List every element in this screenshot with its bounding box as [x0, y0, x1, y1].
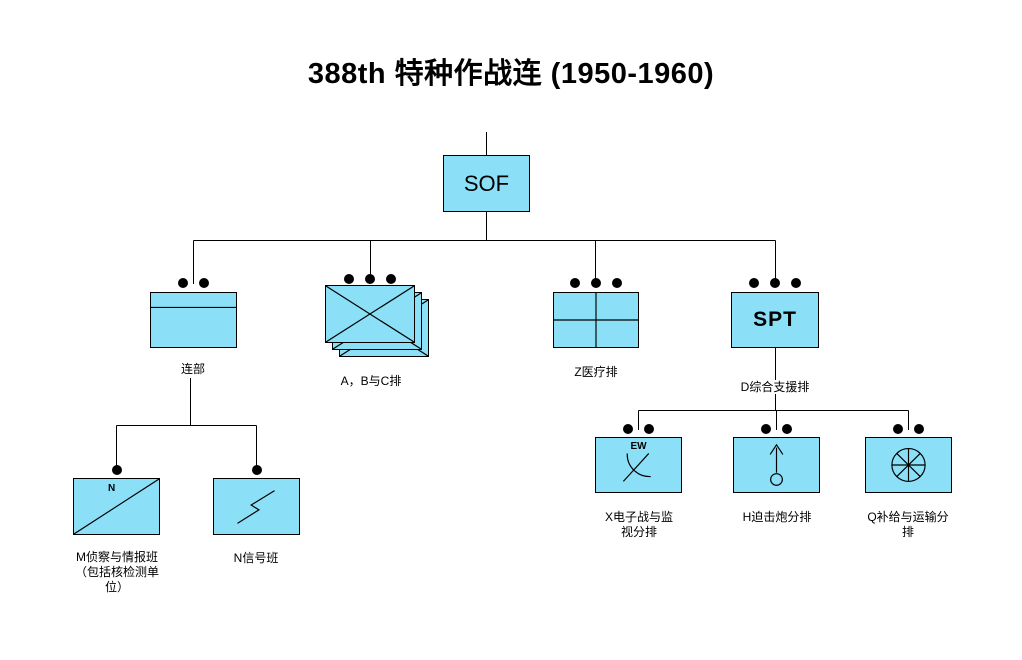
signal-zigzag-icon: [237, 490, 275, 524]
caption-hq: 连部: [180, 362, 205, 376]
unit-size-dot: [178, 278, 188, 288]
caption-medical: Z医疗排: [574, 365, 618, 379]
unit-box-signal: [213, 478, 300, 535]
unit-size-dot: [591, 278, 601, 288]
unit-size-dots-ew: [595, 424, 682, 434]
unit-size-dot: [623, 424, 633, 434]
unit-size-dot: [761, 424, 771, 434]
unit-size-dot: [365, 274, 375, 284]
unit-size-dot: [386, 274, 396, 284]
unit-size-dot: [612, 278, 622, 288]
unit-size-dot: [199, 278, 209, 288]
ew-label: EW: [630, 441, 647, 452]
unit-size-dots-mortar: [733, 424, 820, 434]
unit-size-dots-supply: [865, 424, 952, 434]
caption-support-text: D综合支援排: [737, 380, 813, 394]
unit-size-dot: [344, 274, 354, 284]
diagram-title: 388th 特种作战连 (1950-1960): [307, 58, 715, 90]
caption-abc: A，B与C排: [340, 374, 402, 388]
unit-box-mortar: [733, 437, 820, 493]
unit-size-dot: [770, 278, 780, 288]
unit-size-dot: [893, 424, 903, 434]
recon-diagonal-slash-icon: [74, 479, 159, 534]
medical-cross-icon: [554, 293, 638, 347]
unit-box-supply: [865, 437, 952, 493]
unit-box-hq: [150, 292, 237, 348]
unit-size-dots-hq: [150, 278, 237, 288]
caption-ew: X电子战与监 视分排: [604, 510, 673, 539]
unit-size-dot: [570, 278, 580, 288]
unit-box-ew: EW: [595, 437, 682, 493]
mortar-arrow-circle-icon: [769, 443, 784, 486]
unit-size-dots-support: [731, 278, 819, 288]
unit-size-dot: [791, 278, 801, 288]
unit-size-dot: [914, 424, 924, 434]
unit-size-dots-abc: [325, 274, 415, 284]
unit-size-dot: [111, 465, 122, 475]
spt-label: SPT: [753, 308, 797, 331]
recon-n-label: N: [108, 483, 116, 494]
unit-box-recon: N: [73, 478, 160, 535]
unit-box-medical: [553, 292, 639, 348]
unit-size-dots-signal: [213, 465, 300, 475]
caption-recon: M侦察与情报班 （包括核检测单 位）: [74, 550, 159, 594]
sof-label: SOF: [463, 170, 510, 196]
unit-size-dot: [644, 424, 654, 434]
unit-box-support: SPT: [731, 292, 819, 348]
unit-box-abc-front: [325, 285, 415, 343]
unit-box-sof: SOF: [443, 155, 530, 212]
hq-horizontal-bar-icon: [151, 306, 236, 309]
unit-size-dot: [251, 465, 262, 475]
caption-mortar: H迫击炮分排: [742, 510, 812, 524]
unit-size-dots-medical: [553, 278, 639, 288]
unit-size-dot: [782, 424, 792, 434]
spoked-wheel-icon: [891, 448, 926, 482]
unit-size-dot: [749, 278, 759, 288]
caption-supply: Q补给与运输分 排: [867, 510, 949, 539]
infantry-diagonal-cross-icon: [326, 286, 414, 342]
unit-size-dots-recon: [73, 465, 160, 475]
caption-support: D综合支援排: [725, 365, 825, 395]
radar-dish-icon: [622, 453, 651, 482]
caption-signal: N信号班: [233, 551, 279, 565]
